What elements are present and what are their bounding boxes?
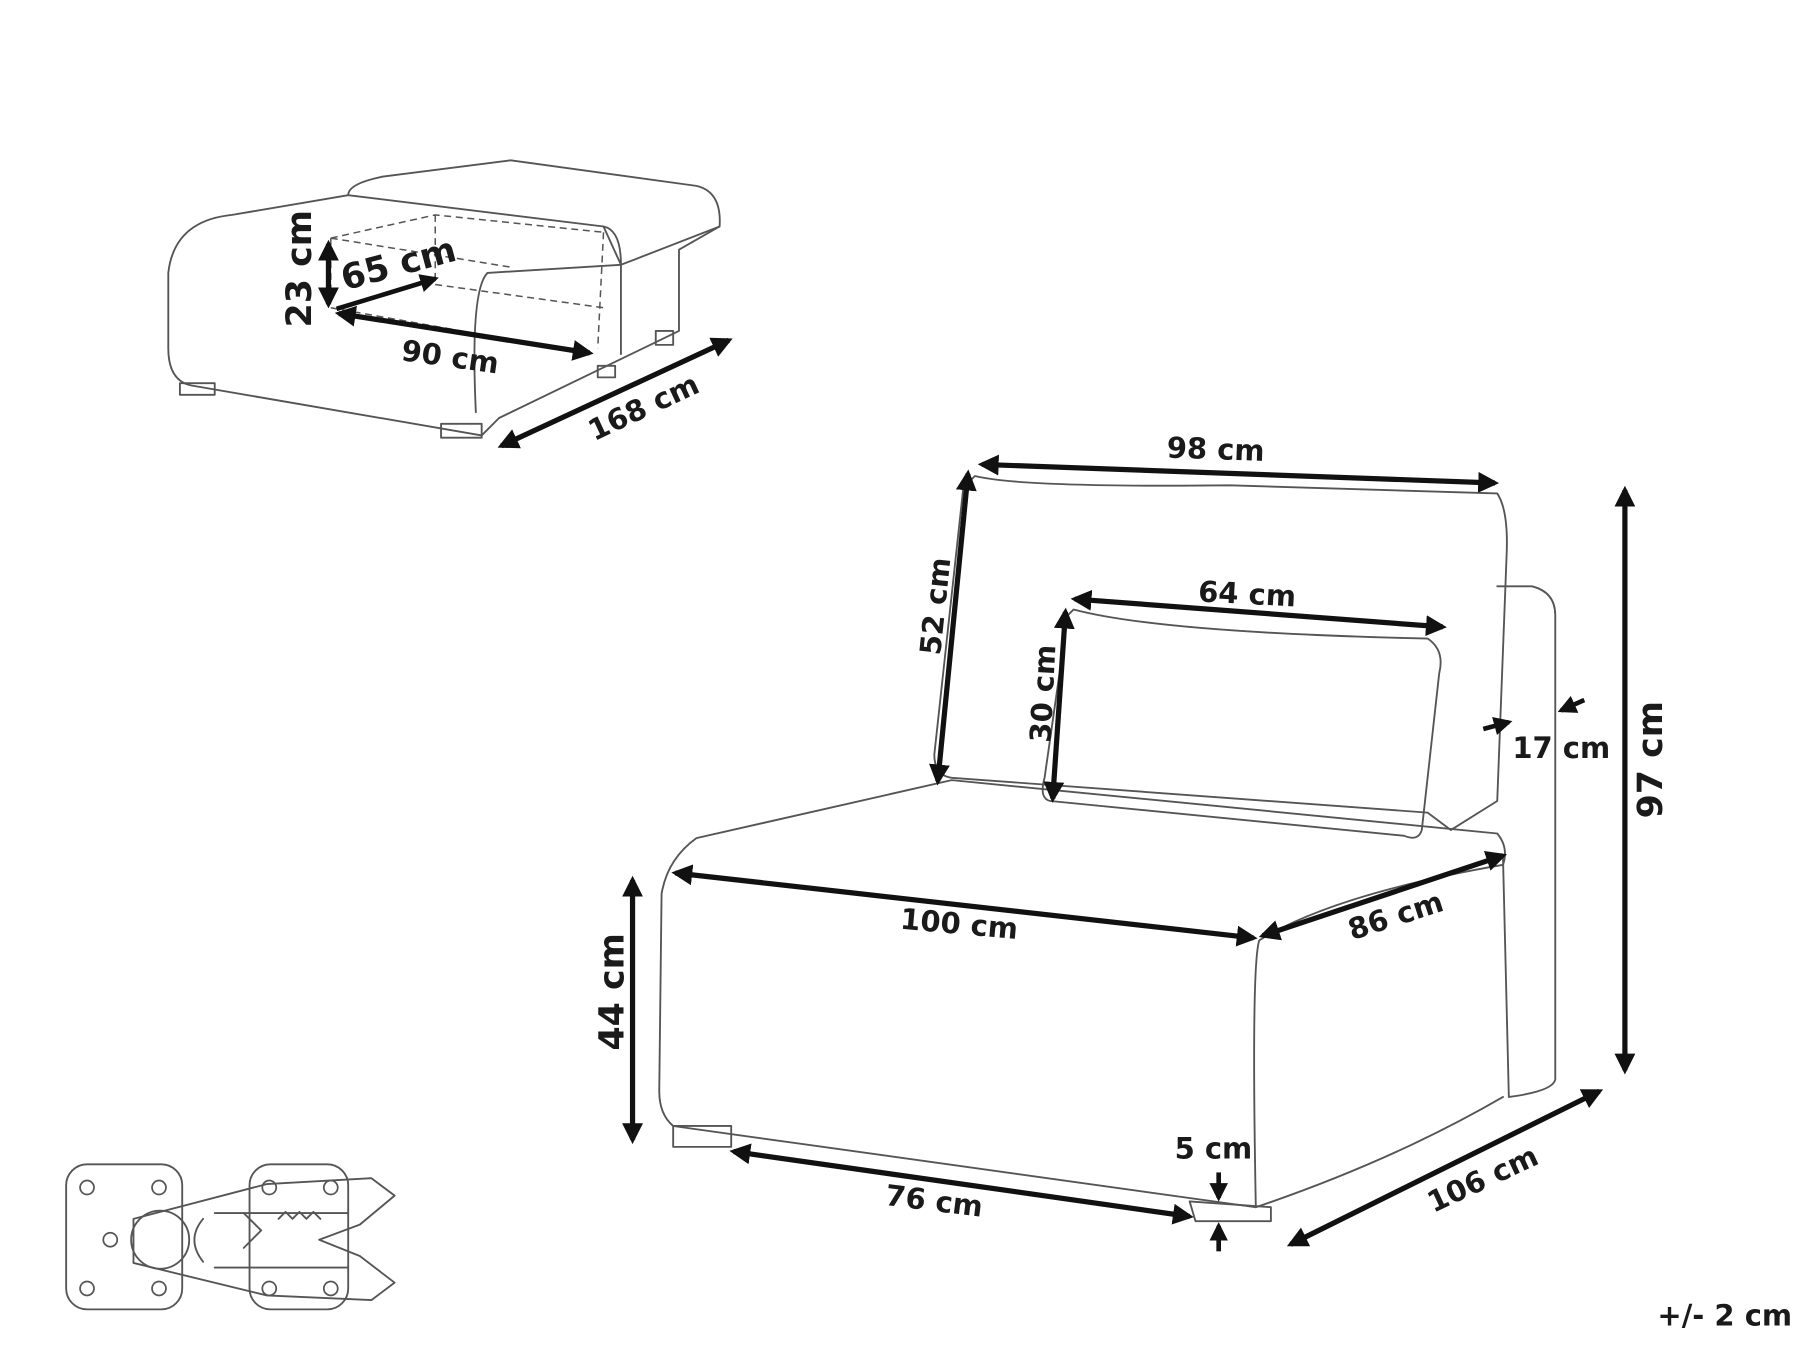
back-cushion-width-label: 98 cm <box>1166 430 1265 467</box>
pillow-width-label: 64 cm <box>1197 574 1297 613</box>
total-height-label: 97 cm <box>1631 701 1671 818</box>
leg-height-label: 5 cm <box>1175 1131 1253 1165</box>
tolerance-note: +/- 2 cm <box>1657 1299 1792 1333</box>
chair-drawing: 98 cm 52 cm 64 cm 30 cm 17 cm 97 cm 100 … <box>592 430 1671 1252</box>
ottoman-height-label: 23 cm <box>280 210 320 327</box>
connector-clip-icon <box>65 1163 396 1311</box>
ottoman-width-label: 90 cm <box>399 333 501 380</box>
ottoman-drawing: 23 cm 65 cm 90 cm 168 cm <box>167 159 733 449</box>
pillow-height-label: 30 cm <box>1023 644 1062 744</box>
seat-height-label: 44 cm <box>592 933 632 1050</box>
armrest-width-label: 17 cm <box>1512 731 1610 765</box>
